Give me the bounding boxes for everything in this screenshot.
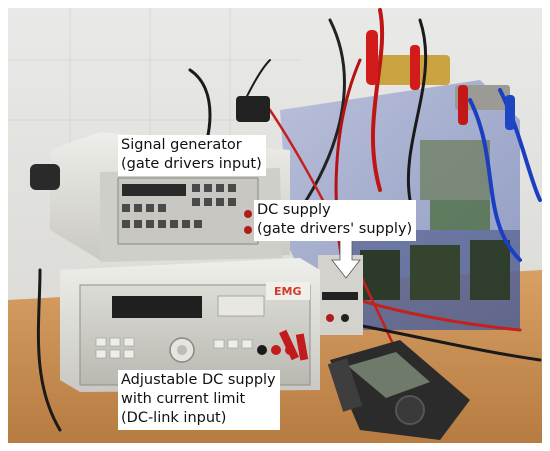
signal-generator-label-line1: Signal generator [121, 137, 242, 153]
adjustable-dc-supply: EMG [60, 258, 320, 392]
dc-supply-label-line1: DC supply [257, 202, 331, 218]
power-adapter [236, 96, 270, 122]
multimeter [327, 340, 470, 440]
signal-generator-label-line2: (gate drivers input) [121, 156, 262, 172]
dc-supply-label: DC supply (gate drivers' supply) [254, 200, 417, 241]
dc-supply-label-line2: (gate drivers' supply) [257, 221, 413, 237]
adjustable-dc-label-line3: (DC-link input) [121, 410, 227, 426]
down-arrow-icon [331, 239, 361, 279]
adjustable-dc-label-line2: with current limit [121, 391, 246, 407]
adjustable-dc-supply-label: Adjustable DC supply with current limit … [118, 370, 280, 430]
red-probes [366, 30, 515, 130]
signal-generator-label: Signal generator (gate drivers input) [118, 135, 266, 176]
adjustable-dc-label-line1: Adjustable DC supply [121, 372, 276, 388]
brand-logo: EMG [274, 285, 302, 298]
